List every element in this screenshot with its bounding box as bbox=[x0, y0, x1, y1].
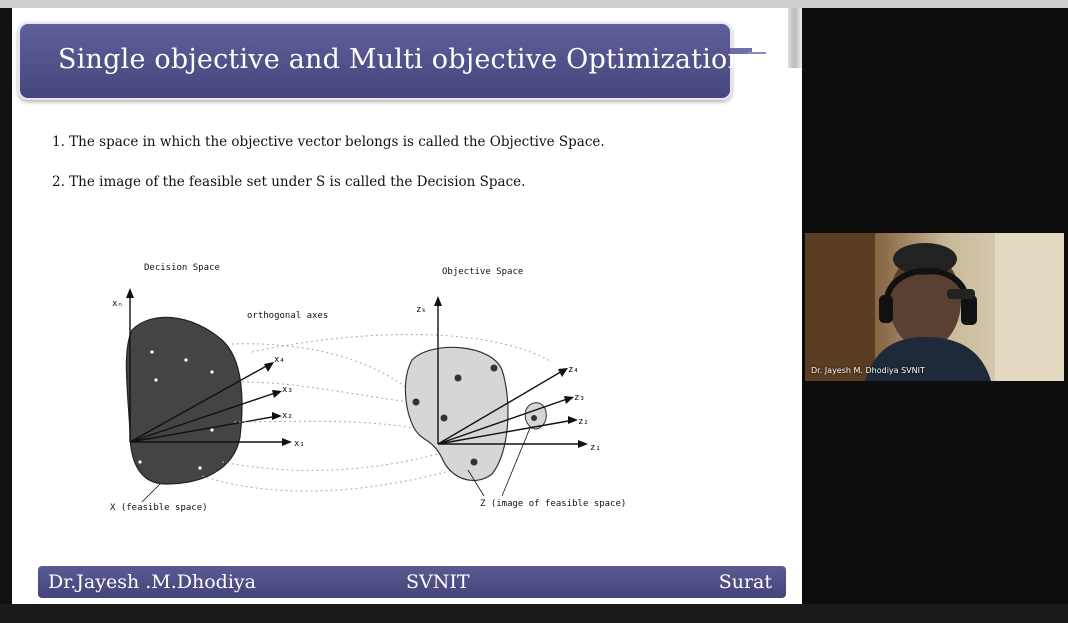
objective-space-label: Objective Space bbox=[442, 267, 523, 277]
axis-label-xn: xₙ bbox=[112, 299, 123, 309]
axis-label-x1: x₁ bbox=[294, 439, 305, 449]
axis-label-z3: z₃ bbox=[574, 393, 585, 403]
window-bottom-strip bbox=[0, 604, 1068, 623]
image-pointers bbox=[467, 427, 531, 497]
axis-label-zk: zₖ bbox=[416, 305, 427, 315]
objective-image-region bbox=[404, 346, 509, 482]
feasible-points bbox=[138, 350, 214, 470]
optimization-space-diagram: Decision Space Objective Space orthogona… bbox=[110, 263, 626, 513]
title-decoration-line bbox=[748, 52, 766, 54]
footer-city: Surat bbox=[718, 571, 772, 593]
participant-video-tile[interactable]: Dr. Jayesh M. Dhodiya SVNIT bbox=[805, 233, 1064, 381]
feasible-pointer bbox=[141, 483, 161, 503]
axis-label-x3: x₃ bbox=[282, 385, 293, 395]
feasible-space-label: X (feasible space) bbox=[110, 503, 208, 513]
window-top-strip bbox=[0, 0, 1068, 8]
axis-label-z1: z₁ bbox=[590, 443, 601, 453]
axis-label-z2: z₂ bbox=[578, 417, 589, 427]
slide-decoration bbox=[788, 8, 802, 68]
participant-video bbox=[805, 233, 1064, 381]
image-label: Z (image of feasible space) bbox=[480, 499, 626, 509]
decision-axes bbox=[129, 294, 287, 443]
axis-label-x2: x₂ bbox=[282, 411, 293, 421]
decision-arrowheads bbox=[126, 288, 292, 446]
axis-label-z4: z₄ bbox=[568, 365, 579, 375]
slide-footer: Dr.Jayesh .M.Dhodiya SVNIT Surat bbox=[38, 566, 786, 598]
participant-name: Dr. Jayesh M. Dhodiya SVNIT bbox=[811, 366, 925, 375]
orthogonal-axes-label: orthogonal axes bbox=[247, 311, 328, 321]
title-decoration bbox=[730, 48, 752, 54]
bullet-list: 1. The space in which the objective vect… bbox=[52, 134, 605, 214]
bullet-item: 2. The image of the feasible set under S… bbox=[52, 174, 526, 190]
footer-author: Dr.Jayesh .M.Dhodiya bbox=[48, 571, 256, 593]
feasible-region bbox=[125, 316, 243, 485]
slide-title: Single objective and Multi objective Opt… bbox=[58, 44, 746, 75]
axis-label-x4: x₄ bbox=[274, 355, 285, 365]
objective-arrowheads bbox=[434, 296, 588, 448]
footer-institute: SVNIT bbox=[406, 571, 470, 593]
slide-title-bar: Single objective and Multi objective Opt… bbox=[18, 22, 745, 100]
decision-space-label: Decision Space bbox=[144, 263, 220, 273]
mapping-curves bbox=[201, 334, 553, 492]
presentation-slide: Single objective and Multi objective Opt… bbox=[12, 8, 802, 604]
bullet-item: 1. The space in which the objective vect… bbox=[52, 134, 605, 150]
objective-points bbox=[412, 364, 537, 466]
objective-axes bbox=[437, 302, 582, 445]
